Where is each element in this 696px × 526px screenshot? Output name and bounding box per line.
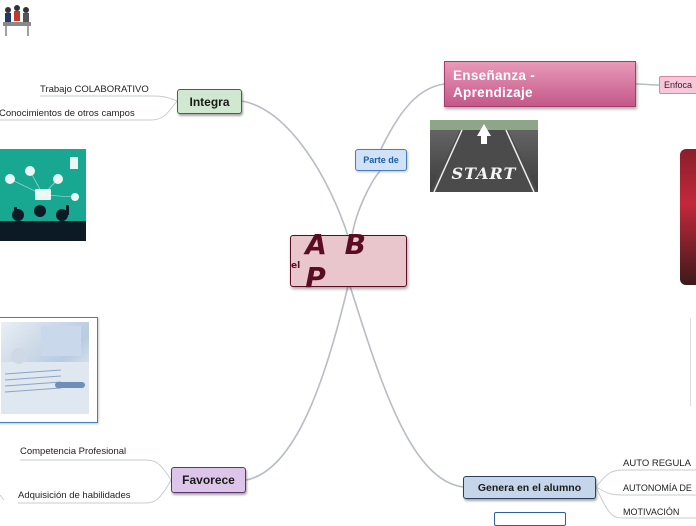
link-central-favorece (245, 285, 349, 481)
topic-partial-bottom[interactable] (494, 512, 566, 526)
link-favorece-adquisicion (18, 479, 172, 504)
social-network-illustration (0, 157, 86, 241)
leaf-adquisicion-habilidades[interactable]: Adquisición de habilidades (18, 490, 131, 501)
documents-desk-photo (1, 322, 89, 414)
leaf-auto-regula[interactable]: AUTO REGULA (623, 458, 691, 469)
link-genera-autonomia (595, 486, 696, 496)
central-prefix: el (291, 261, 301, 271)
link-ensenanza-enfoca (635, 83, 660, 86)
cropped-photo-right (680, 149, 696, 285)
topic-genera-en-el-alumno[interactable]: Genera en el alumno (463, 476, 596, 499)
documents-desk-image (0, 317, 98, 423)
leaf-trabajo-colaborativo[interactable]: Trabajo COLABORATIVO (40, 84, 149, 95)
link-genera-motivacion (595, 486, 696, 519)
link-central-integra (241, 100, 349, 237)
link-favorece-competencia (20, 459, 172, 481)
topic-favorece[interactable]: Favorece (171, 467, 246, 493)
leaf-conocimientos-otros-campos[interactable]: Conocimientos de otros campos (0, 108, 135, 119)
leaf-autonomia[interactable]: AUTONOMÍA DE (623, 483, 692, 493)
topic-ensenanza-aprendizaje[interactable]: Enseñanza - Aprendizaje (444, 61, 636, 107)
start-road-illustration (430, 120, 538, 192)
central-topic-abp[interactable]: el A B P (290, 228, 407, 294)
documents-desk-illustration (1, 326, 89, 414)
central-title: A B P (305, 228, 370, 294)
people-meeting-illustration (2, 5, 32, 38)
social-network-image (0, 149, 86, 241)
cropped-card-right (690, 318, 696, 406)
start-road-text: START (451, 164, 517, 183)
start-road-image: START (430, 120, 538, 192)
leaf-tick (0, 494, 5, 501)
link-central-parte (351, 170, 381, 237)
link-parte-ensenanza (380, 83, 445, 150)
link-integra-conocimientos (0, 100, 178, 121)
link-integra-trabajo (40, 95, 178, 102)
people-meeting-image (0, 0, 80, 42)
leaf-motivacion[interactable]: MOTIVACIÓN (623, 507, 680, 517)
leaf-competencia-profesional[interactable]: Competencia Profesional (20, 446, 127, 457)
topic-integra[interactable]: Integra (177, 89, 242, 114)
topic-enfoca[interactable]: Enfoca (659, 76, 696, 94)
link-genera-auto (595, 469, 696, 488)
link-central-genera (349, 285, 464, 488)
topic-parte-de[interactable]: Parte de (355, 149, 407, 171)
